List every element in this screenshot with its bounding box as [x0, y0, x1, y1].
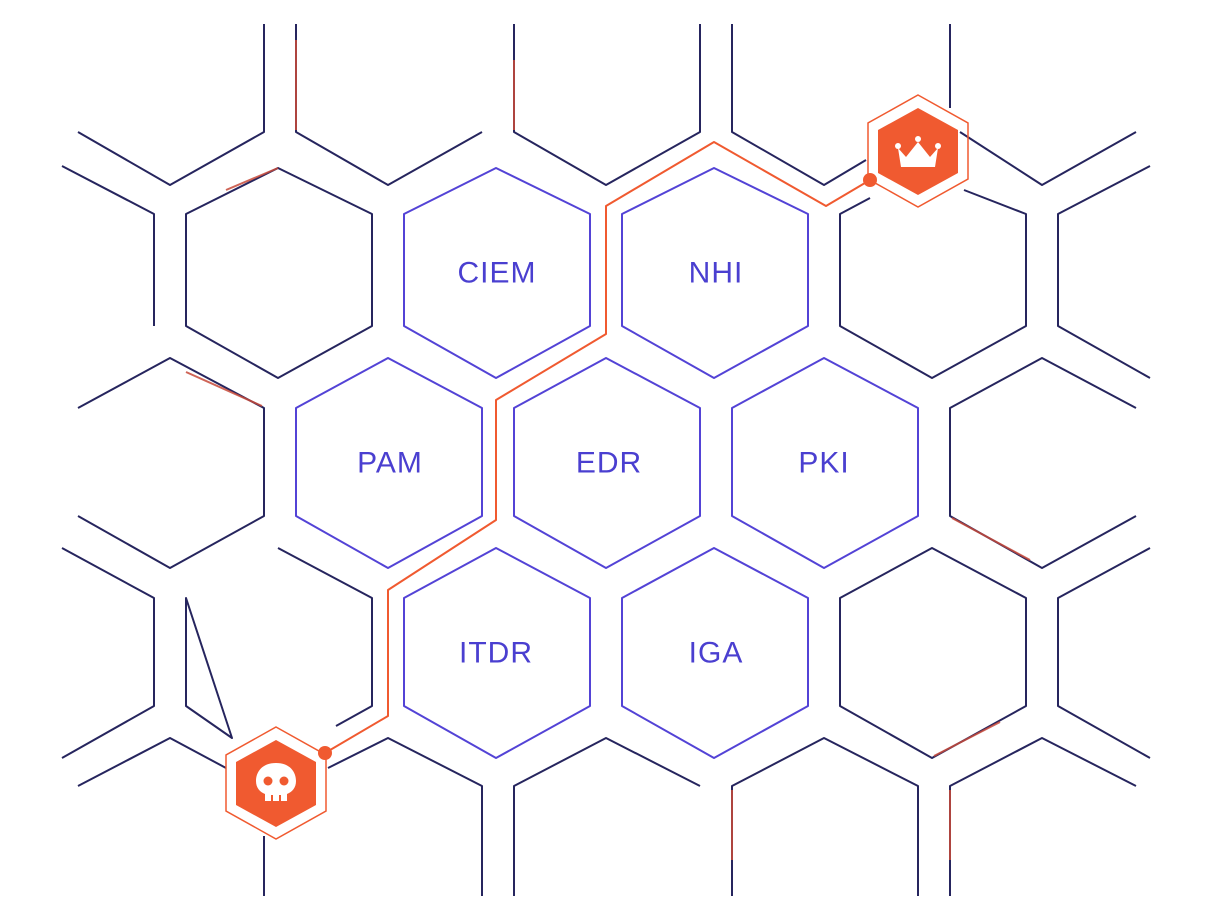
crown-icon	[895, 136, 941, 167]
grid-hex	[61, 547, 155, 759]
grid-hex	[77, 737, 227, 787]
grid-hex	[77, 24, 265, 186]
start-node	[225, 726, 327, 840]
grid-hex	[949, 357, 1137, 569]
grid-hex	[731, 737, 919, 896]
capability-hex	[513, 357, 701, 569]
grid-hex	[513, 24, 701, 186]
grid-hex	[327, 737, 483, 896]
attack-path-line	[324, 141, 871, 754]
capability-label-pki: PKI	[798, 447, 849, 480]
edge-accent	[951, 517, 1031, 561]
edge-accent	[933, 721, 1001, 757]
grid-hex	[1057, 547, 1151, 759]
grid-hex	[731, 24, 867, 186]
capability-label-ciem: CIEM	[458, 257, 537, 290]
start-node-outline	[225, 726, 327, 840]
target-node-outline	[867, 94, 969, 208]
grid-hex	[185, 167, 373, 379]
skull-icon	[256, 763, 296, 801]
attack-path-start-dot	[318, 746, 332, 760]
grid-hex	[1057, 165, 1151, 379]
grid-hex	[839, 189, 1027, 379]
capability-label-iga: IGA	[689, 637, 744, 670]
capability-hex	[403, 547, 591, 759]
grid-hex	[61, 165, 155, 326]
edge-accent	[225, 167, 279, 191]
target-node	[867, 94, 969, 208]
capability-label-pam: PAM	[357, 447, 423, 480]
capability-hex	[295, 357, 483, 569]
grid-hex	[949, 737, 1137, 896]
capability-hex	[403, 167, 591, 379]
capability-hex	[621, 167, 809, 379]
grid-hex	[295, 24, 483, 186]
capability-hex	[621, 547, 809, 759]
grid-hex	[839, 547, 1027, 759]
grid-hex	[959, 131, 1137, 186]
edge-accent	[185, 371, 263, 407]
grid-hex	[185, 547, 373, 739]
capability-label-itdr: ITDR	[459, 637, 533, 670]
capability-label-nhi: NHI	[689, 257, 744, 290]
grid-hex	[77, 357, 265, 569]
capability-hex	[731, 357, 919, 569]
grid-hex	[513, 737, 701, 896]
capability-label-edr: EDR	[576, 447, 642, 480]
